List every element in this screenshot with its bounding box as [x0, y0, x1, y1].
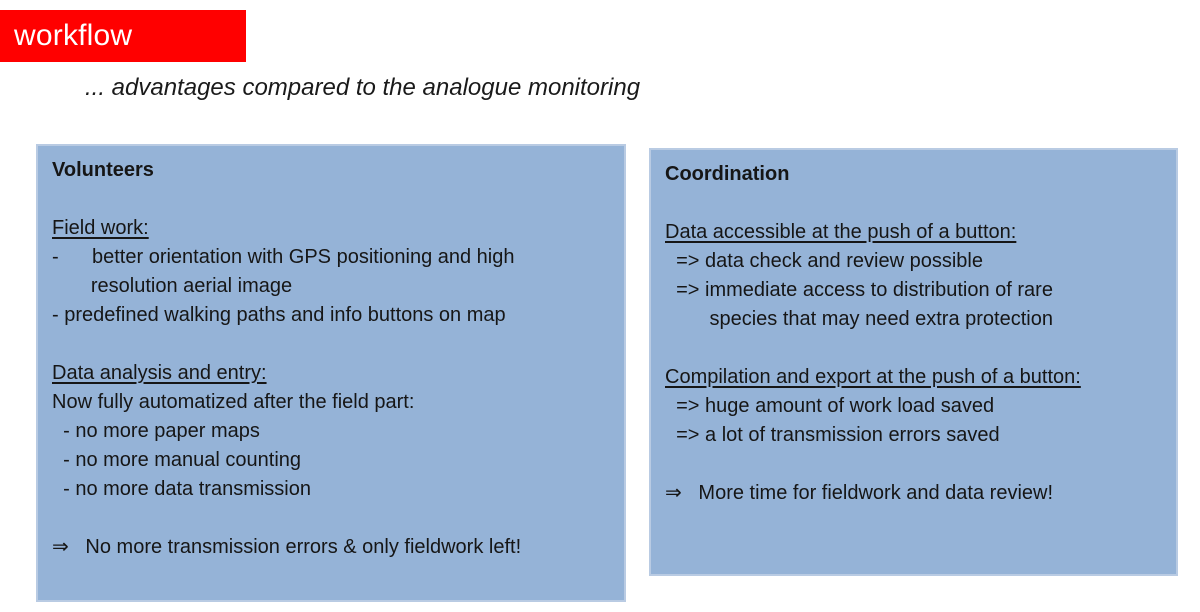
volunteers-box: Volunteers Field work: - better orientat…	[36, 144, 626, 602]
sub-bullet-line: - no more paper maps	[52, 420, 260, 442]
arrow-point-line: species that may need extra protection	[665, 308, 1053, 330]
compilation-section-heading: Compilation and export at the push of a …	[665, 366, 1081, 388]
spacer-line	[665, 450, 1162, 479]
field-work-section-heading: Field work:	[52, 217, 149, 239]
coordination-conclusion-line: ⇒ More time for fieldwork and data revie…	[665, 482, 1054, 504]
title-banner: workflow	[0, 10, 246, 62]
arrow-point-line: => a lot of transmission errors saved	[665, 424, 1000, 446]
spacer-line	[52, 330, 610, 359]
sub-bullet-line: - no more data transmission	[52, 478, 311, 500]
bullet-line: resolution aerial image	[52, 275, 293, 297]
section-intro-line: Now fully automatized after the field pa…	[52, 391, 415, 413]
bullet-line: - predefined walking paths and info butt…	[52, 304, 506, 326]
arrow-point-line: => huge amount of work load saved	[665, 395, 995, 417]
spacer-line	[665, 334, 1162, 363]
coordination-box: Coordination Data accessible at the push…	[649, 148, 1178, 576]
volunteers-conclusion-line: ⇒ No more transmission errors & only fie…	[52, 536, 522, 558]
slide-subtitle: ... advantages compared to the analogue …	[85, 74, 641, 101]
arrow-point-line: => immediate access to distribution of r…	[665, 279, 1053, 301]
arrow-point-line: => data check and review possible	[665, 250, 983, 272]
coordination-box-heading: Coordination	[665, 163, 790, 185]
slide-title: workflow	[14, 19, 133, 52]
volunteers-box-heading: Volunteers	[52, 159, 154, 181]
spacer-line	[52, 185, 610, 214]
spacer-line	[665, 189, 1162, 218]
bullet-line: - better orientation with GPS positionin…	[52, 246, 515, 268]
data-accessible-section-heading: Data accessible at the push of a button:	[665, 221, 1017, 243]
data-analysis-section-heading: Data analysis and entry:	[52, 362, 267, 384]
spacer-line	[52, 504, 610, 533]
sub-bullet-line: - no more manual counting	[52, 449, 302, 471]
